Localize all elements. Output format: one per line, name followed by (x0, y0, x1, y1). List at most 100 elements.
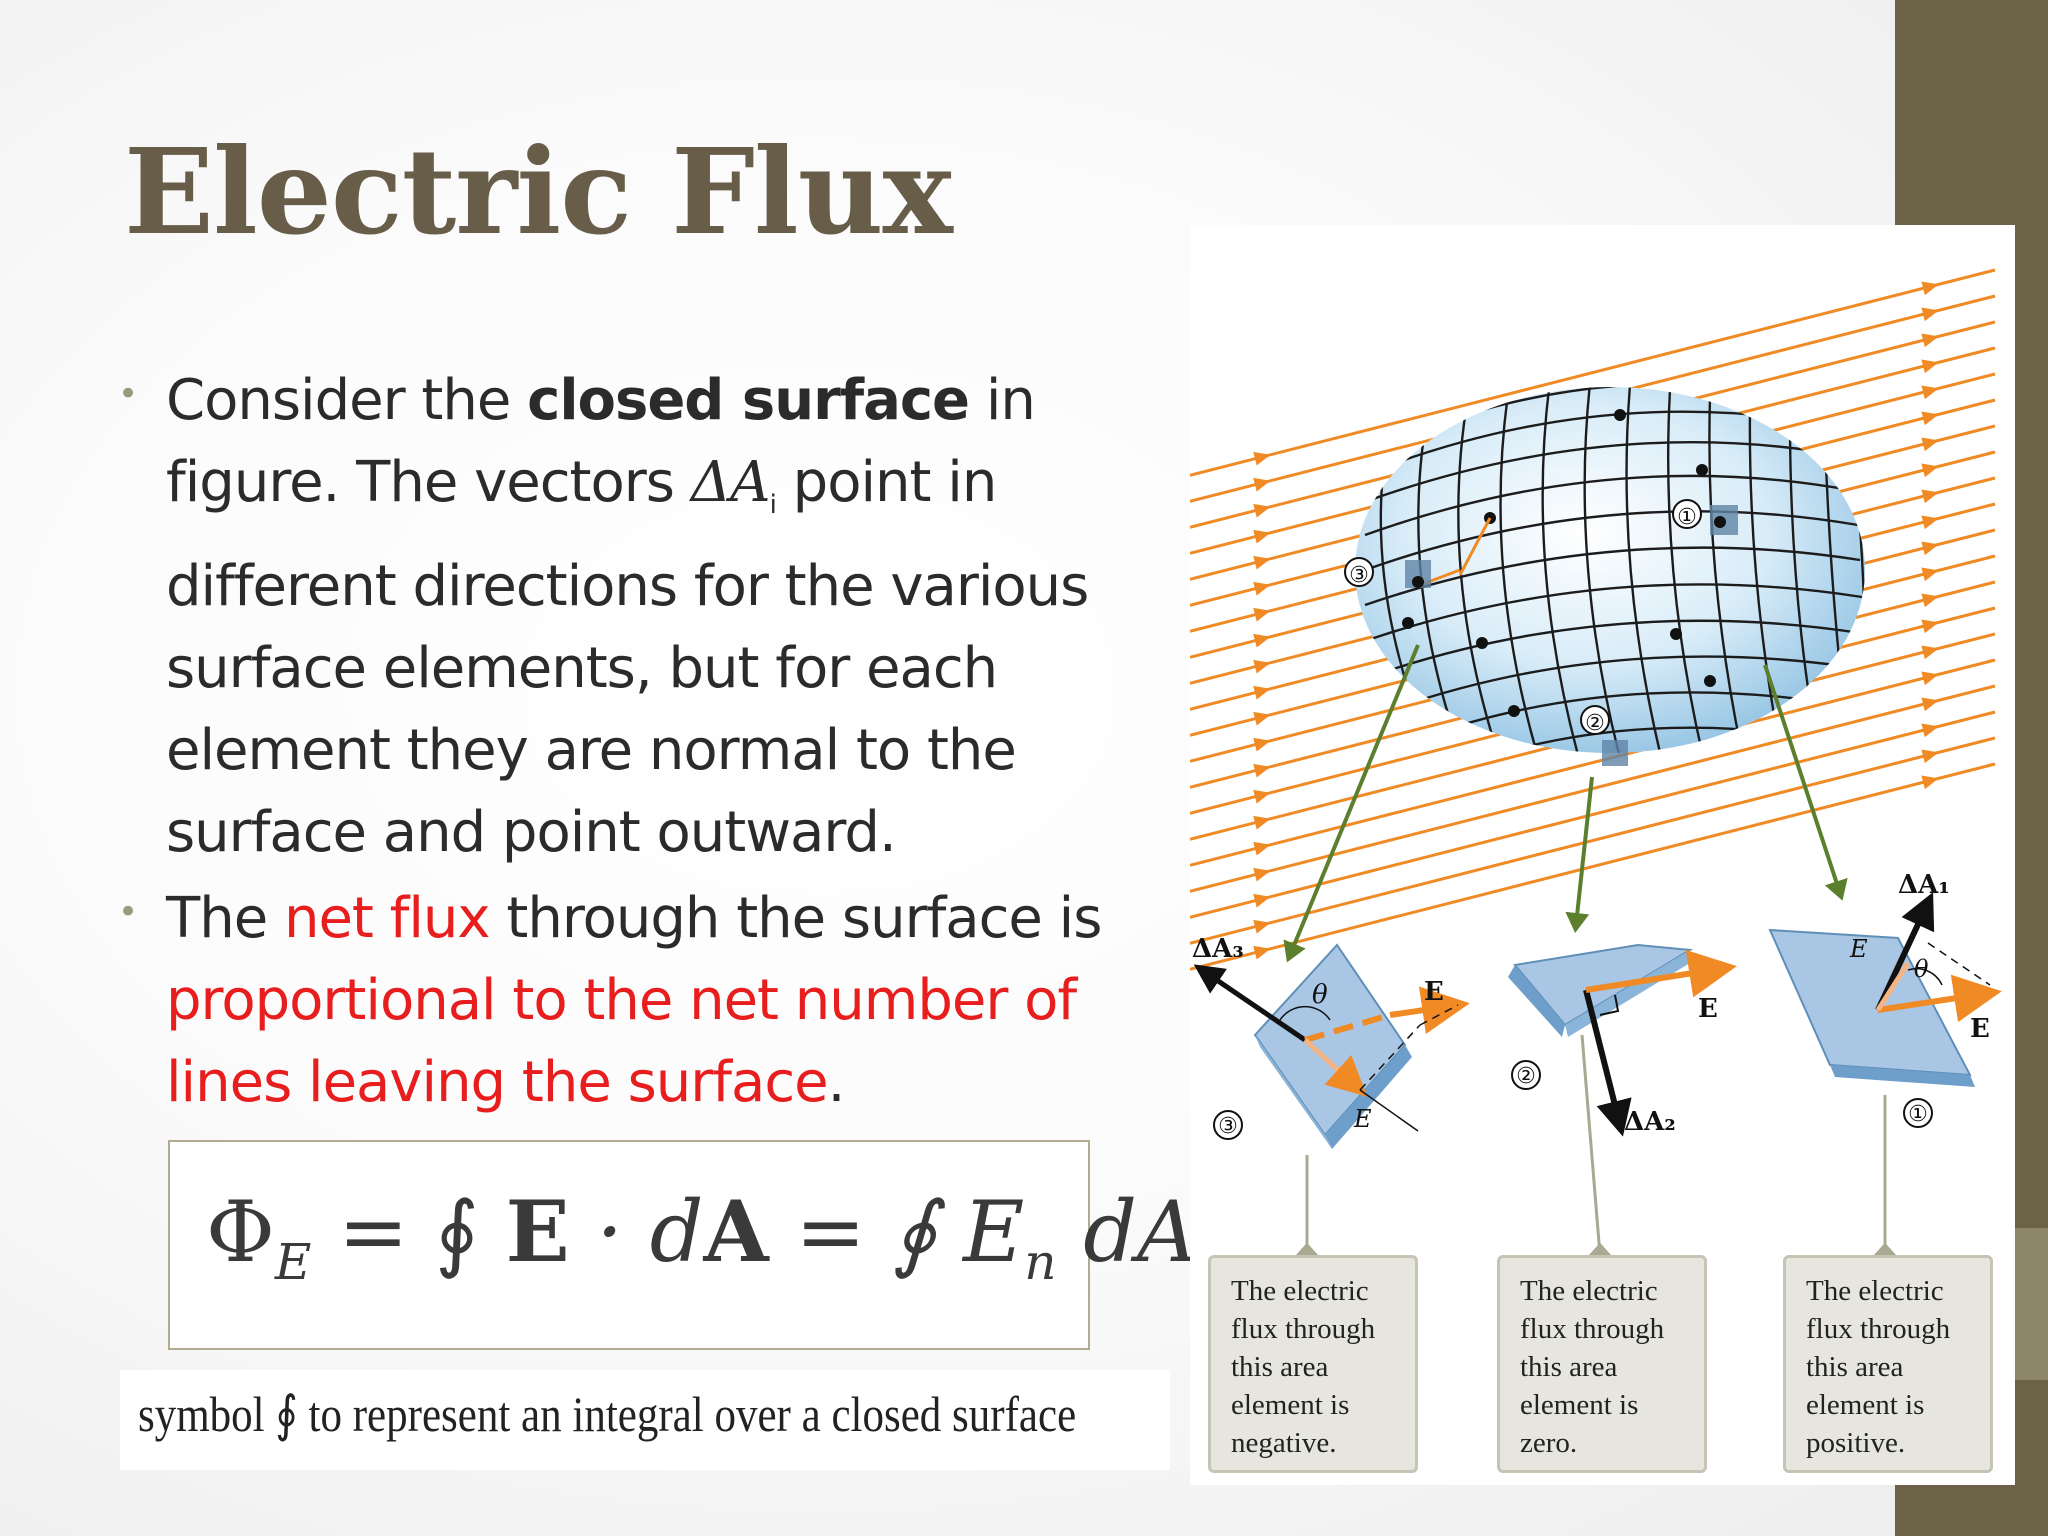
slide-title: Electric Flux (124, 122, 953, 261)
pointer-arrows (1283, 644, 1848, 963)
note-positive: The electric flux through this area elem… (1783, 1255, 1993, 1473)
note-negative-text: The electric flux through this area elem… (1231, 1275, 1376, 1459)
field-line-arrowhead (1253, 581, 1271, 596)
field-line-arrowhead (1921, 775, 1939, 790)
area-element-2 (1508, 943, 1737, 1137)
field-line-arrowhead (1921, 645, 1939, 660)
field-line-arrowhead (1921, 515, 1939, 530)
field-line-arrowhead (1253, 919, 1271, 934)
field-line-arrowhead (1253, 789, 1271, 804)
field-line (1190, 762, 1996, 971)
note-zero: The electric flux through this area elem… (1497, 1255, 1707, 1473)
text-run: . (827, 1050, 846, 1115)
phi-symbol: Φ (206, 1183, 275, 1281)
field-line-arrowhead (1253, 477, 1271, 492)
field-line-arrowhead (1253, 711, 1271, 726)
closed-surface-term: closed surface (527, 368, 970, 433)
field-line-arrowhead (1921, 723, 1939, 738)
en-label-3: E (1353, 1105, 1372, 1133)
closed-surface-sphere (1355, 387, 1865, 766)
bullet-marker: • (118, 374, 139, 414)
e-label-2: E (1698, 994, 1718, 1024)
field-line-arrowhead (1921, 411, 1939, 426)
field-line-arrowhead (1921, 489, 1939, 504)
field-line-arrowhead (1253, 867, 1271, 882)
field-line-arrowhead (1921, 359, 1939, 374)
panel-label-2: ② (1516, 1064, 1536, 1089)
caption: symbol ∮ to represent an integral over a… (138, 1386, 1077, 1442)
field-line-arrowhead (1921, 749, 1939, 764)
formula-part: = ∮ (311, 1183, 506, 1281)
field-line-arrowhead (1921, 333, 1939, 348)
field-line-arrowhead (1253, 633, 1271, 648)
field-line (1190, 658, 1996, 867)
field-line-arrowhead (1921, 697, 1939, 712)
bullet-2-text: The net flux through the surface is prop… (166, 878, 1176, 1124)
field-line-arrowhead (1921, 463, 1939, 478)
field-line-arrowhead (1253, 893, 1271, 908)
formula-part: dA (1056, 1183, 1198, 1281)
formula-part: = ∮ E (768, 1183, 1025, 1281)
figure-drawing: ① ② ③ (1190, 268, 2002, 1257)
note-positive-text: The electric flux through this area elem… (1806, 1275, 1951, 1459)
field-line-arrowhead (1253, 685, 1271, 700)
vector-a: A (703, 1182, 769, 1281)
surface-labels: ① ② ③ (1344, 499, 1702, 736)
field-line-arrowhead (1253, 945, 1271, 960)
field-line (1190, 710, 1996, 919)
delta-a-subscript: i (769, 490, 777, 521)
note-zero-text: The electric flux through this area elem… (1520, 1275, 1665, 1459)
proportional-phrase: proportional to the net number of lines … (166, 968, 1077, 1115)
flux-formula: ΦE = ∮ E · dA = ∮ En dA (206, 1182, 1198, 1291)
formula-part: · d (569, 1183, 704, 1281)
note-negative: The electric flux through this area elem… (1208, 1255, 1418, 1473)
field-line-arrowhead (1921, 593, 1939, 608)
bullet-marker: • (118, 892, 139, 932)
e-label-3: E (1424, 977, 1444, 1007)
field-line (1190, 736, 1996, 945)
field-line-arrowhead (1921, 671, 1939, 686)
theta-label-3: θ (1312, 980, 1328, 1010)
field-line-arrowhead (1921, 541, 1939, 556)
da3-label: ΔA₃ (1192, 934, 1244, 964)
area-element-1 (1768, 892, 2002, 1087)
da1-label: ΔA₁ (1898, 870, 1950, 900)
text-run: through the surface is (489, 886, 1102, 951)
caption-background (120, 1370, 1170, 1470)
area-element-3 (1193, 943, 1470, 1149)
panel-label-1: ① (1908, 1102, 1928, 1127)
surface-label-1: ① (1677, 505, 1697, 530)
e-label-1: E (1970, 1014, 1990, 1044)
right-decor-accent (2010, 1228, 2048, 1380)
text-run: Consider the (166, 368, 528, 433)
field-line-arrowhead (1921, 307, 1939, 322)
field-line-arrowhead (1253, 451, 1271, 466)
net-flux-term: net flux (283, 886, 491, 951)
field-line-arrowhead (1253, 659, 1271, 674)
en-subscript: n (1024, 1232, 1057, 1291)
field-line-arrowhead (1253, 737, 1271, 752)
field-line-arrowhead (1253, 763, 1271, 778)
surface-label-3: ③ (1349, 563, 1369, 588)
vector-e: E (505, 1182, 570, 1281)
flux-formula-box: ΦE = ∮ E · dA = ∮ En dA (168, 1140, 1198, 1350)
da2-label: ΔA₂ (1624, 1107, 1676, 1137)
field-line-arrowhead (1253, 529, 1271, 544)
panel-label-3: ③ (1218, 1114, 1238, 1139)
field-line-arrowhead (1253, 555, 1271, 570)
field-line-arrowhead (1921, 437, 1939, 452)
bullet-1-text: Consider the closed surface in figure. T… (166, 360, 1176, 874)
field-line-arrowhead (1253, 503, 1271, 518)
field-line-arrowhead (1253, 841, 1271, 856)
field-line-arrowhead (1253, 815, 1271, 830)
field-line-arrowhead (1253, 607, 1271, 622)
delta-a-symbol: ΔA (690, 450, 771, 515)
field-line (1190, 268, 1996, 477)
surface-label-2: ② (1585, 711, 1605, 736)
text-run: in figure. The vectors (166, 368, 1036, 515)
panel-labels: ③ ② ① (1213, 1060, 1933, 1140)
phi-subscript: E (274, 1232, 312, 1291)
theta-label-1: θ (1914, 955, 1929, 983)
vector-labels: ΔA₃ E θ E ΔA₂ E ΔA₁ E θ E (1192, 870, 1990, 1137)
text-run: point in different directions for the va… (166, 450, 1089, 866)
